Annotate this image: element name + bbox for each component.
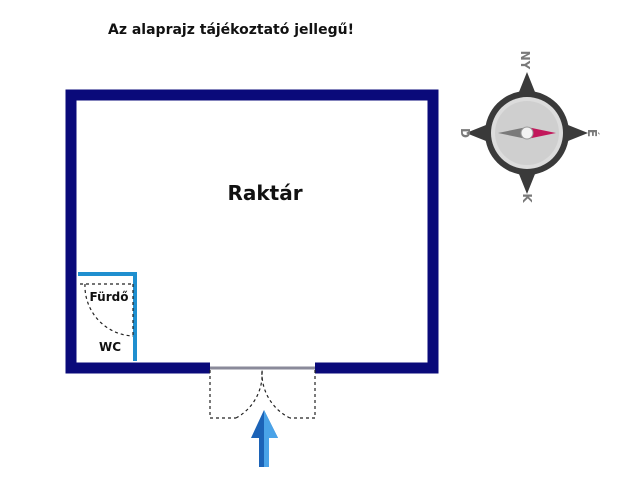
bathroom-door	[80, 283, 134, 337]
entrance-door	[209, 369, 316, 419]
bathroom-walls	[78, 272, 137, 361]
room-label-wc: WC	[99, 340, 121, 354]
compass-label-west: D	[458, 128, 472, 138]
disclaimer-note: Az alaprajz tájékoztató jellegű!	[108, 22, 354, 38]
compass-label-south: K	[520, 193, 534, 203]
compass-rose-icon	[466, 72, 588, 194]
compass-label-east: É	[585, 129, 600, 137]
room-label-bathroom: Fürdő	[90, 290, 129, 304]
outer-wall	[65, 89, 439, 374]
room-label-main: Raktár	[227, 181, 302, 205]
compass-label-north: NY	[518, 51, 532, 70]
entrance-arrow-icon	[251, 410, 278, 467]
